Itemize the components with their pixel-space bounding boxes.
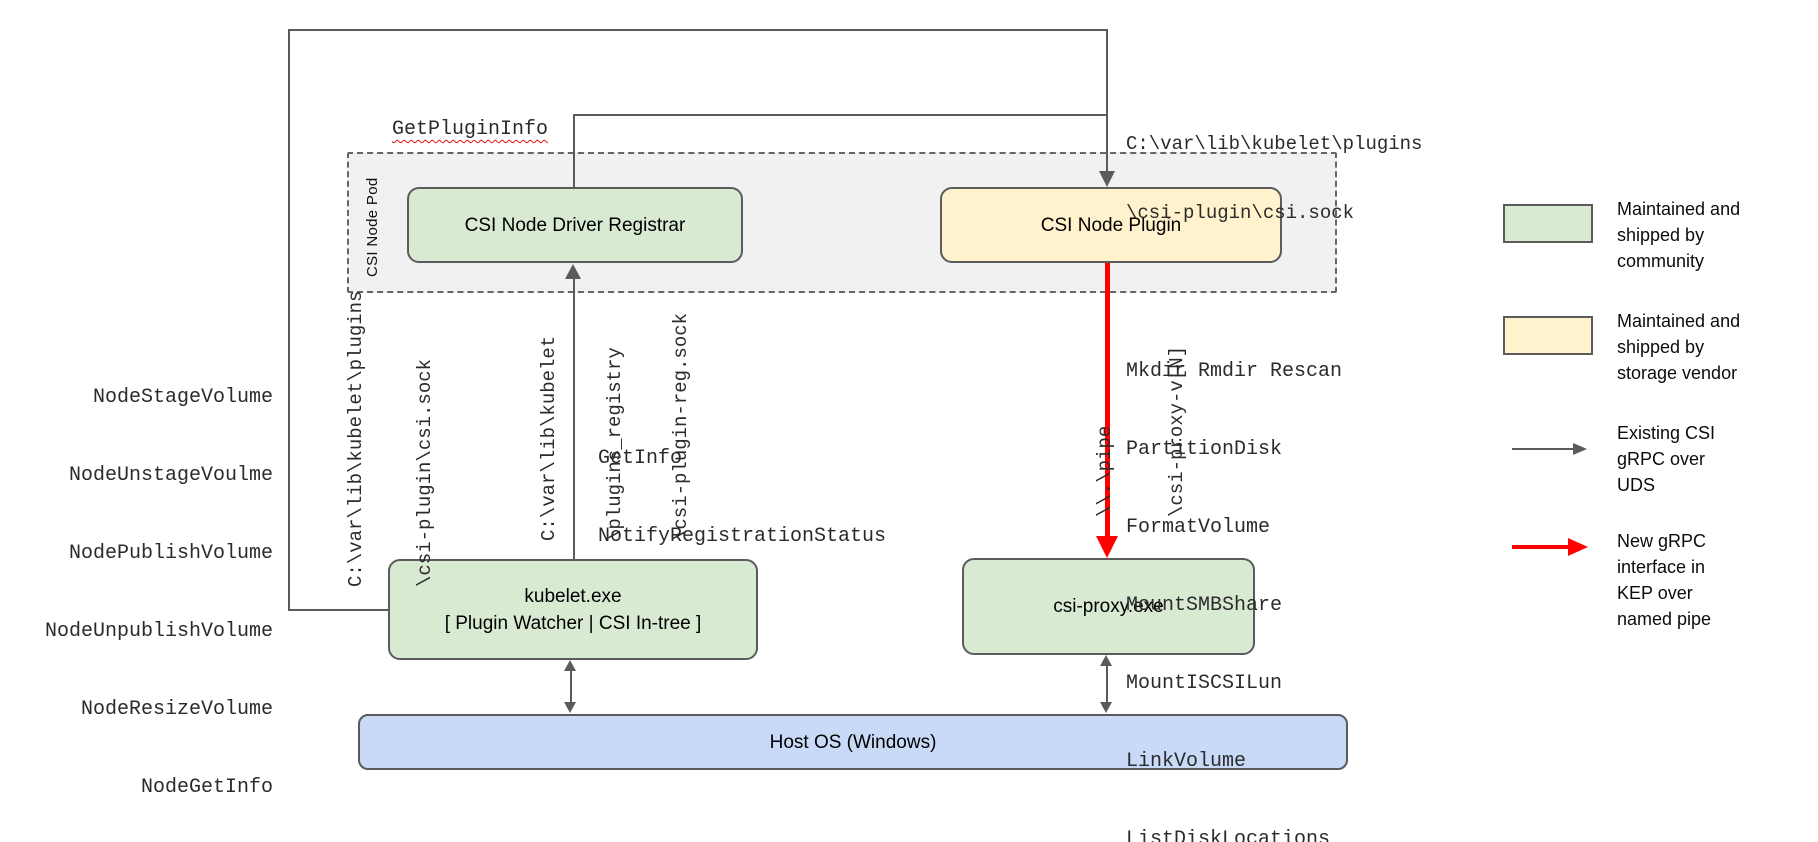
node-call: NodeStageVolume bbox=[92, 386, 273, 409]
legend-line: community bbox=[1617, 251, 1705, 271]
legend-gray-arrow-line bbox=[1512, 448, 1573, 450]
legend-line: named pipe bbox=[1617, 609, 1712, 629]
legend-line: shipped by bbox=[1617, 225, 1705, 245]
arrowhead-into-registrar-icon bbox=[565, 264, 581, 279]
arrowhead-into-plugin-icon bbox=[1099, 171, 1115, 187]
legend-line: KEP over bbox=[1617, 583, 1693, 603]
csi-node-plugin-label: CSI Node Plugin bbox=[1040, 214, 1182, 236]
legend-line: Maintained and bbox=[1617, 311, 1741, 331]
legend-red-arrowhead-icon bbox=[1568, 538, 1588, 556]
legend-line: shipped by bbox=[1617, 337, 1705, 357]
csi-sock-path-vertical-label: C:\var\lib\kubelet\plugins \csi-plugin\c… bbox=[299, 291, 483, 587]
csi-sock-path-line: \csi-plugin\csi.sock bbox=[1126, 202, 1355, 224]
getplugininfo-label: GetPluginInfo bbox=[392, 118, 549, 141]
csiproxy-hostos-arrowhead-down-icon bbox=[1100, 702, 1112, 713]
legend-new-grpc-text: New gRPC interface in KEP over named pip… bbox=[1617, 528, 1711, 632]
kubelet-loop-line-top bbox=[288, 29, 1108, 31]
csi-proxy-label: csi-proxy.exe bbox=[1053, 596, 1164, 617]
proxy-call: FormatVolume bbox=[1126, 516, 1271, 539]
csi-node-pod-label: CSI Node Pod bbox=[364, 177, 381, 278]
proxy-call: PartitionDisk bbox=[1126, 438, 1283, 461]
node-call: NodeUnstageVoulme bbox=[68, 464, 273, 487]
kubelet-hostos-arrowhead-up-icon bbox=[564, 660, 576, 671]
registrar-call: GetInfo bbox=[598, 447, 683, 470]
legend-line: interface in bbox=[1617, 557, 1706, 577]
node-call: NodeGetInfo bbox=[140, 776, 273, 799]
csi-proxy-calls-list: Mkdir Rmdir Rescan PartitionDisk FormatV… bbox=[1126, 307, 1342, 842]
csi-proxy-box: csi-proxy.exe bbox=[962, 558, 1255, 655]
kubelet-label-line1: kubelet.exe bbox=[524, 585, 622, 607]
legend-existing-grpc-text: Existing CSI gRPC over UDS bbox=[1617, 420, 1715, 498]
csi-sock-path-label: C:\var\lib\kubelet\plugins \csi-plugin\c… bbox=[1126, 87, 1422, 271]
csiproxy-hostos-link-line bbox=[1106, 663, 1108, 705]
registrar-calls-list: GetInfo NotifyRegistrationStatus bbox=[598, 394, 886, 602]
kubelet-hostos-link-line bbox=[570, 668, 572, 708]
host-os-label: Host OS (Windows) bbox=[769, 731, 937, 753]
csi-sock-vertical-line: \csi-plugin\csi.sock bbox=[414, 358, 436, 587]
legend-line: storage vendor bbox=[1617, 363, 1738, 383]
legend-line: New gRPC bbox=[1617, 531, 1707, 551]
legend-vendor-swatch bbox=[1503, 316, 1593, 355]
kubelet-label-line2: [ Plugin Watcher | CSI In-tree ] bbox=[444, 612, 702, 634]
named-pipe-line: \\.\pipe bbox=[1094, 425, 1116, 517]
csi-node-plugin-box: CSI Node Plugin bbox=[940, 187, 1282, 263]
legend-line: Maintained and bbox=[1617, 199, 1741, 219]
legend-line: Existing CSI bbox=[1617, 423, 1716, 443]
getplugininfo-line-vertical bbox=[573, 114, 575, 187]
csi-node-driver-registrar-label: CSI Node Driver Registrar bbox=[464, 214, 686, 236]
registrar-call: NotifyRegistrationStatus bbox=[598, 525, 887, 548]
legend-community-swatch bbox=[1503, 204, 1593, 243]
kubelet-hostos-arrowhead-down-icon bbox=[564, 702, 576, 713]
registration-sock-line: C:\var\lib\kubelet bbox=[538, 335, 560, 541]
node-call: NodeUnpublishVolume bbox=[44, 620, 273, 643]
proxy-call: MountISCSILun bbox=[1126, 672, 1283, 695]
kubelet-loop-line-bottom bbox=[288, 609, 388, 611]
csi-sock-vertical-line: C:\var\lib\kubelet\plugins bbox=[345, 290, 367, 587]
node-call: NodeResizeVolume bbox=[80, 698, 273, 721]
getplugininfo-line-horizontal bbox=[573, 114, 1107, 116]
legend-vendor-text: Maintained and shipped by storage vendor bbox=[1617, 308, 1740, 386]
plugin-to-csiproxy-red-line bbox=[1105, 261, 1110, 538]
legend-gray-arrowhead-icon bbox=[1573, 443, 1587, 455]
csi-node-driver-registrar-box: CSI Node Driver Registrar bbox=[407, 187, 743, 263]
proxy-call: LinkVolume bbox=[1126, 750, 1247, 773]
host-os-box: Host OS (Windows) bbox=[358, 714, 1348, 770]
legend-red-arrow-line bbox=[1512, 545, 1568, 549]
kubelet-to-registrar-line bbox=[573, 279, 575, 559]
proxy-call: MountSMBShare bbox=[1126, 594, 1283, 617]
node-call: NodePublishVolume bbox=[68, 542, 273, 565]
kubelet-box: kubelet.exe [ Plugin Watcher | CSI In-tr… bbox=[388, 559, 758, 660]
plugin-descent-line bbox=[1106, 29, 1108, 172]
csi-sock-path-line: C:\var\lib\kubelet\plugins bbox=[1126, 133, 1423, 155]
legend-line: gRPC over bbox=[1617, 449, 1706, 469]
proxy-call: Mkdir Rmdir Rescan bbox=[1126, 360, 1343, 383]
kubelet-loop-line-left bbox=[288, 29, 290, 611]
csiproxy-hostos-arrowhead-up-icon bbox=[1100, 655, 1112, 666]
kubelet-node-calls-list: NodeStageVolume NodeUnstageVoulme NodePu… bbox=[30, 333, 273, 842]
red-arrowhead-into-csiproxy-icon bbox=[1096, 536, 1118, 558]
proxy-call: ListDiskLocations bbox=[1126, 828, 1331, 842]
legend-line: UDS bbox=[1617, 475, 1656, 495]
legend-community-text: Maintained and shipped by community bbox=[1617, 196, 1740, 274]
